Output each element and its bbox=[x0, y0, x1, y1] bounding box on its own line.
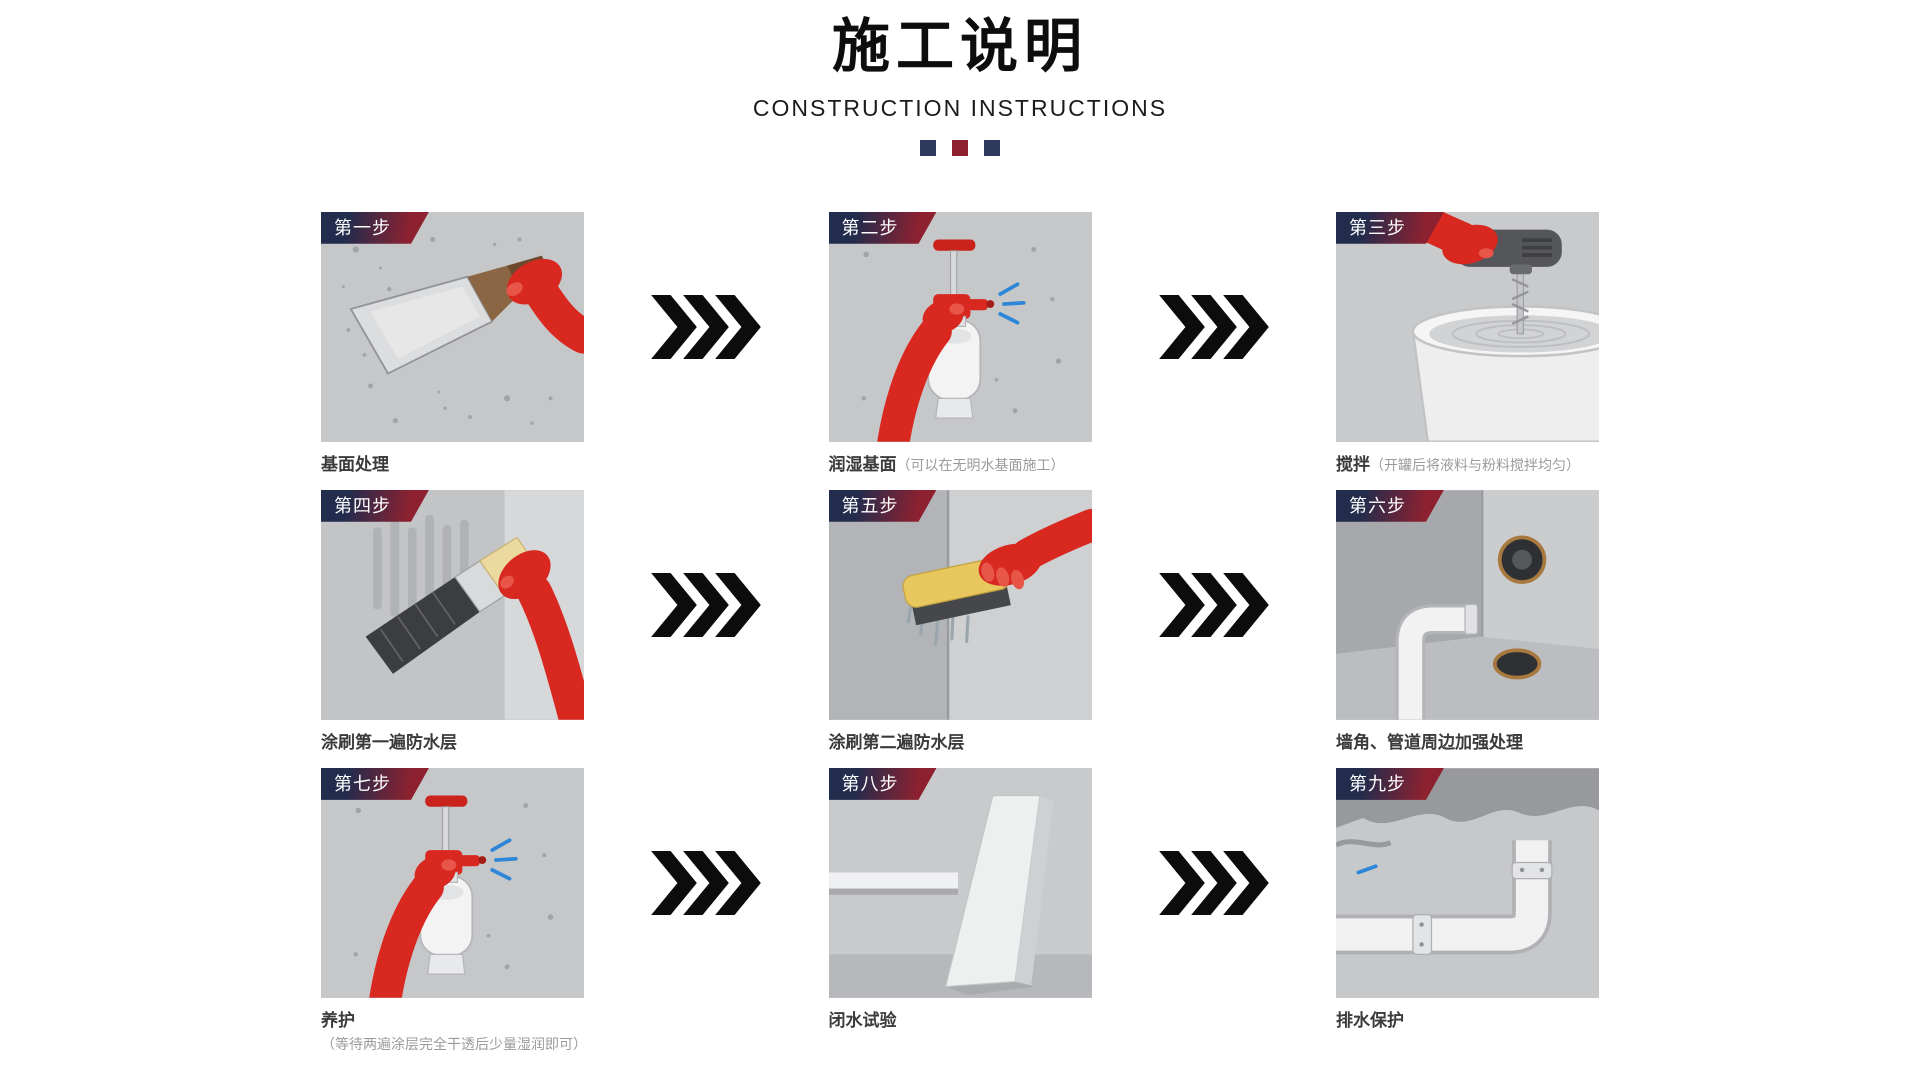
triple-chevron-right-icon bbox=[650, 573, 762, 637]
page-subtitle: CONSTRUCTION INSTRUCTIONS bbox=[752, 94, 1168, 121]
step-6-caption: 墙角、管道周边加强处理 bbox=[1336, 732, 1599, 754]
steps-row-1: 第一步 基面处理 第二步 润湿基面（可以在无明水基面施工） bbox=[321, 211, 1599, 476]
step-1-illustration: 第一步 bbox=[321, 211, 584, 442]
triple-chevron-right-icon bbox=[1158, 573, 1270, 637]
scrub-brush-icon bbox=[829, 490, 1092, 720]
sprayer-icon bbox=[829, 212, 1092, 442]
step-caption-text: 墙角、管道周边加强处理 bbox=[1336, 732, 1523, 752]
step-1-badge: 第一步 bbox=[321, 212, 429, 244]
step-8-illustration: 第八步 bbox=[828, 767, 1092, 998]
step-caption-text: 搅拌 bbox=[1336, 454, 1370, 474]
navy-square-icon bbox=[984, 139, 1000, 156]
step-badge-label: 第八步 bbox=[841, 773, 899, 794]
step-4-caption: 涂刷第一遍防水层 bbox=[321, 732, 584, 754]
step-8-badge: 第八步 bbox=[829, 768, 937, 800]
step-badge-label: 第一步 bbox=[334, 217, 391, 238]
step-caption-text: 闭水试验 bbox=[828, 1010, 897, 1030]
triple-chevron-right-icon bbox=[650, 851, 762, 915]
step-2-badge: 第二步 bbox=[829, 212, 937, 244]
step-2-illustration: 第二步 bbox=[828, 211, 1092, 442]
pipe-corner-icon bbox=[1336, 490, 1599, 720]
step-5-badge: 第五步 bbox=[829, 490, 937, 522]
drain-pipe-icon bbox=[1336, 768, 1599, 998]
step-1-caption: 基面处理 bbox=[321, 454, 584, 476]
triple-chevron-right-icon bbox=[1158, 851, 1270, 915]
step-6-badge: 第六步 bbox=[1336, 490, 1444, 522]
step-6-illustration: 第六步 bbox=[1336, 489, 1599, 720]
step-card-2: 第二步 润湿基面（可以在无明水基面施工） bbox=[828, 211, 1092, 476]
step-4-illustration: 第四步 bbox=[321, 489, 584, 720]
step-5-caption: 涂刷第二遍防水层 bbox=[829, 732, 1092, 754]
step-badge-label: 第七步 bbox=[334, 773, 391, 794]
navy-square-icon bbox=[920, 139, 936, 156]
step-card-8: 第八步 闭水试验 bbox=[828, 767, 1092, 1032]
step-caption-note: （可以在无明水基面施工） bbox=[896, 456, 1065, 473]
arrow-box bbox=[650, 490, 762, 720]
step-badge-label: 第四步 bbox=[334, 495, 391, 516]
step-caption-note: （等待两遍涂层完全干透后少量湿润即可） bbox=[321, 1035, 587, 1052]
step-badge-label: 第二步 bbox=[841, 217, 899, 238]
water-test-icon bbox=[829, 768, 1092, 998]
step-card-9: 第九步 排水保护 bbox=[1336, 767, 1599, 1032]
arrow-box bbox=[1158, 768, 1270, 998]
steps-grid: 第一步 基面处理 第二步 润湿基面（可以在无明水基面施工） bbox=[321, 211, 1599, 1053]
step-caption-text: 养护 bbox=[321, 1010, 355, 1030]
divider-squares bbox=[0, 139, 1920, 156]
step-5-illustration: 第五步 bbox=[828, 489, 1092, 720]
step-caption-text: 基面处理 bbox=[321, 454, 389, 474]
step-card-4: 第四步 涂刷第一遍防水层 bbox=[321, 489, 584, 754]
step-card-7: 第七步 养护 （等待两遍涂层完全干透后少量湿润即可） bbox=[321, 767, 587, 1053]
step-9-badge: 第九步 bbox=[1336, 768, 1444, 800]
step-caption-text: 涂刷第二遍防水层 bbox=[828, 732, 965, 752]
step-3-illustration: 第三步 bbox=[1336, 211, 1599, 442]
step-caption-text: 排水保护 bbox=[1336, 1010, 1404, 1030]
paint-brush-icon bbox=[321, 490, 584, 720]
step-4-badge: 第四步 bbox=[321, 490, 429, 522]
arrow-box bbox=[650, 768, 762, 998]
mixer-icon bbox=[1336, 212, 1599, 442]
step-3-badge: 第三步 bbox=[1336, 212, 1444, 244]
steps-row-3: 第七步 养护 （等待两遍涂层完全干透后少量湿润即可） 第八步 闭水试验 bbox=[321, 767, 1599, 1053]
arrow-box bbox=[650, 212, 762, 442]
arrow-box bbox=[1158, 212, 1270, 442]
red-square-icon bbox=[952, 139, 968, 156]
step-caption-text: 润湿基面 bbox=[828, 454, 897, 474]
step-badge-label: 第六步 bbox=[1349, 495, 1406, 516]
step-3-caption: 搅拌（开罐后将液料与粉料搅拌均匀） bbox=[1336, 454, 1599, 476]
steps-row-2: 第四步 涂刷第一遍防水层 第五步 涂刷第二遍防水层 第六 bbox=[321, 489, 1599, 754]
step-badge-label: 第五步 bbox=[841, 495, 899, 516]
curing-sprayer-icon bbox=[321, 768, 584, 998]
step-card-5: 第五步 涂刷第二遍防水层 bbox=[828, 489, 1092, 754]
step-badge-label: 第九步 bbox=[1349, 773, 1406, 794]
step-card-6: 第六步 墙角、管道周边加强处理 bbox=[1336, 489, 1599, 754]
step-8-caption: 闭水试验 bbox=[829, 1010, 1092, 1032]
step-7-illustration: 第七步 bbox=[321, 767, 584, 998]
scraper-icon bbox=[321, 212, 584, 442]
header: 施工说明 CONSTRUCTION INSTRUCTIONS bbox=[0, 14, 1920, 156]
page-title: 施工说明 bbox=[831, 14, 1088, 79]
arrow-box bbox=[1158, 490, 1270, 720]
step-card-1: 第一步 基面处理 bbox=[321, 211, 584, 476]
step-card-3: 第三步 搅拌（开罐后将液料与粉料搅拌均匀） bbox=[1336, 211, 1599, 476]
triple-chevron-right-icon bbox=[650, 295, 762, 359]
step-badge-label: 第三步 bbox=[1349, 217, 1406, 238]
triple-chevron-right-icon bbox=[1158, 295, 1270, 359]
step-7-caption: 养护 （等待两遍涂层完全干透后少量湿润即可） bbox=[321, 1010, 587, 1053]
step-2-caption: 润湿基面（可以在无明水基面施工） bbox=[829, 454, 1092, 476]
step-9-illustration: 第九步 bbox=[1336, 767, 1599, 998]
step-9-caption: 排水保护 bbox=[1336, 1010, 1599, 1032]
step-caption-text: 涂刷第一遍防水层 bbox=[321, 732, 457, 752]
step-caption-note: （开罐后将液料与粉料搅拌均匀） bbox=[1370, 456, 1580, 473]
step-7-badge: 第七步 bbox=[321, 768, 429, 800]
